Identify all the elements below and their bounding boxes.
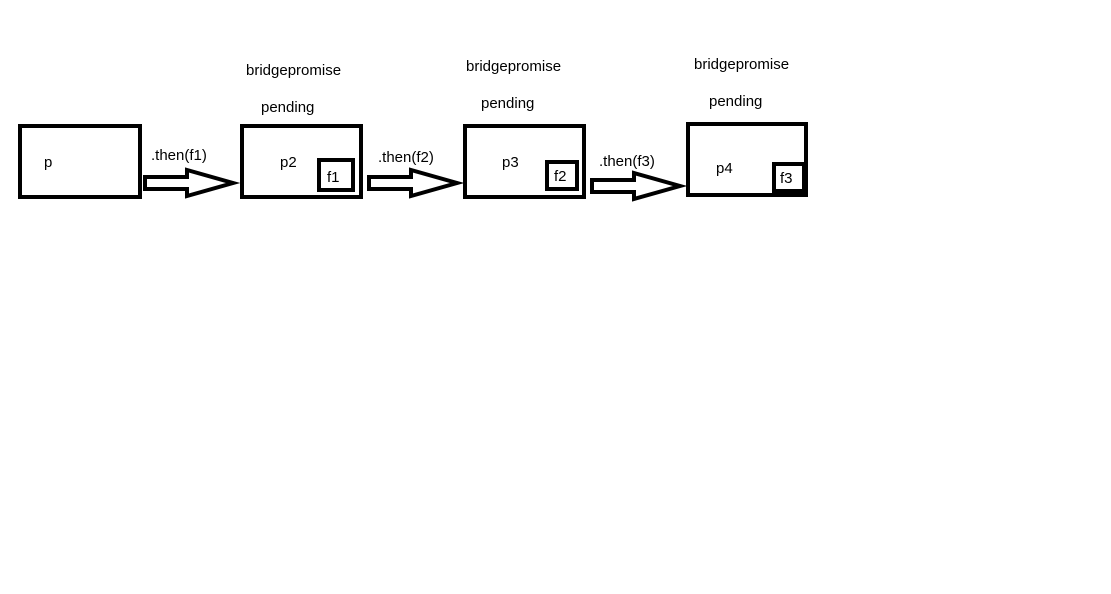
- edge-then-f1: .then(f1): [143, 147, 241, 199]
- edge-label-then-f2: .then(f2): [378, 149, 434, 166]
- arrow-then-f2: [367, 167, 465, 199]
- node-p2: bridgepromise pending p2 f1: [240, 62, 363, 199]
- promise-box-p: [18, 124, 142, 199]
- node-p4: bridgepromise pending p4 f3: [686, 56, 808, 197]
- promise-label-p3: p3: [502, 154, 519, 171]
- callback-label-f2: f2: [554, 168, 567, 185]
- callback-label-f3: f3: [780, 170, 793, 187]
- arrow-then-f3: [590, 170, 688, 202]
- edge-then-f2: .then(f2): [367, 149, 465, 199]
- callback-box-f3: [772, 162, 806, 193]
- promise-label-p2: p2: [280, 154, 297, 171]
- bridge-label-p3: bridgepromise: [466, 58, 561, 75]
- bridge-label-p4: bridgepromise: [694, 56, 789, 73]
- promise-label-p: p: [44, 154, 52, 171]
- node-p: p: [18, 124, 142, 199]
- node-p3: bridgepromise pending p3 f2: [463, 58, 586, 199]
- status-label-p2: pending: [261, 99, 314, 116]
- promise-label-p4: p4: [716, 160, 733, 177]
- bridge-label-p2: bridgepromise: [246, 62, 341, 79]
- callback-label-f1: f1: [327, 169, 340, 186]
- edge-label-then-f1: .then(f1): [151, 147, 207, 164]
- edge-then-f3: .then(f3): [590, 153, 688, 202]
- callback-box-f1: [317, 158, 355, 192]
- arrow-then-f1: [143, 167, 241, 199]
- status-label-p4: pending: [709, 93, 762, 110]
- callback-box-f2: [545, 160, 579, 191]
- status-label-p3: pending: [481, 95, 534, 112]
- edge-label-then-f3: .then(f3): [599, 153, 655, 170]
